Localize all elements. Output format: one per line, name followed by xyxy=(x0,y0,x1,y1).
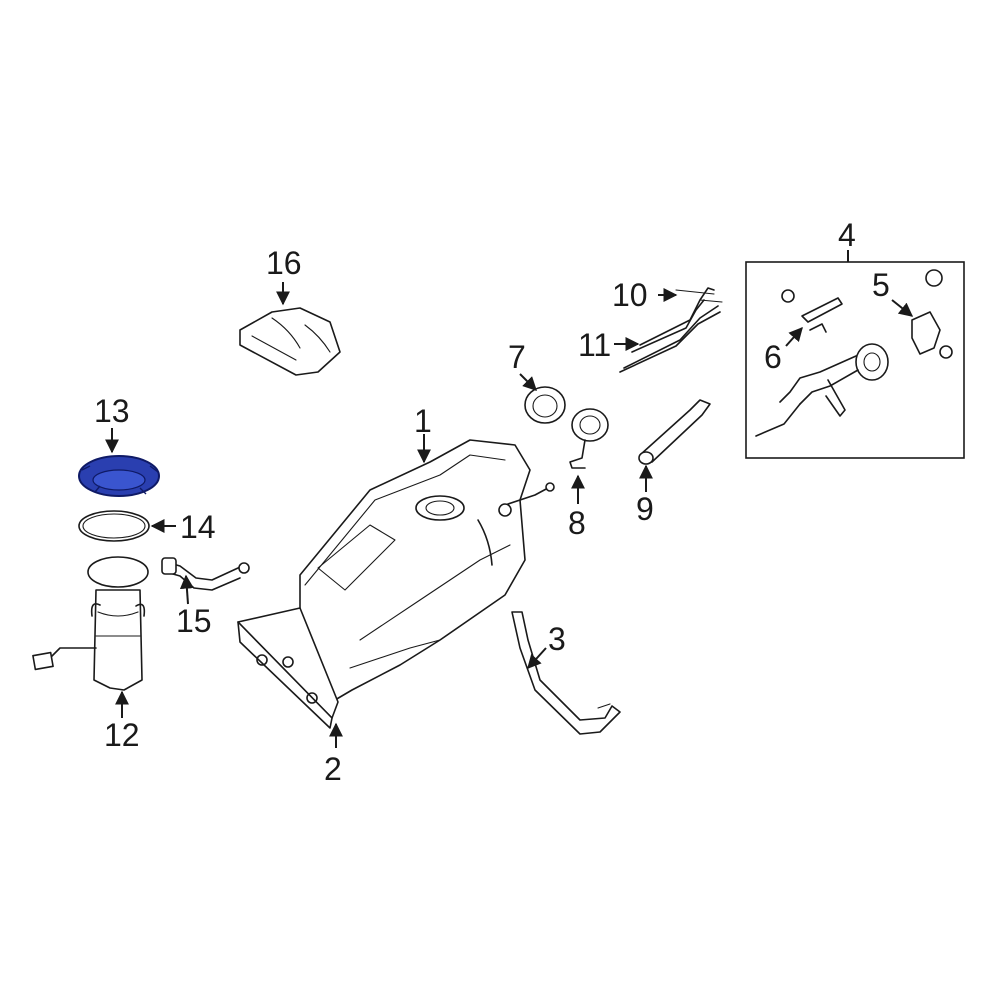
callout-8: 8 xyxy=(568,505,586,541)
callout-16: 16 xyxy=(266,245,302,281)
callout-labels: 1 2 3 4 5 6 7 8 9 10 11 12 13 14 15 16 xyxy=(94,217,890,787)
callout-3: 3 xyxy=(548,621,566,657)
callout-10: 10 xyxy=(612,277,648,313)
part-14-o-ring[interactable] xyxy=(78,510,150,542)
part-7-seal-ring[interactable] xyxy=(524,386,566,424)
part-15-fuel-line[interactable] xyxy=(161,557,250,591)
callout-4: 4 xyxy=(838,217,856,253)
part-4-group-box xyxy=(745,250,965,459)
part-12-fuel-pump[interactable] xyxy=(32,556,149,691)
part-4-filler-neck[interactable] xyxy=(755,269,953,437)
callout-9: 9 xyxy=(636,491,654,527)
callout-13: 13 xyxy=(94,393,130,429)
callout-1: 1 xyxy=(414,403,432,439)
part-13-lock-ring[interactable] xyxy=(78,455,160,497)
callout-11: 11 xyxy=(578,327,611,363)
callout-2: 2 xyxy=(324,751,342,787)
callout-7: 7 xyxy=(508,339,526,375)
callout-5: 5 xyxy=(872,267,890,303)
callout-14: 14 xyxy=(180,509,216,545)
part-2-skid-plate[interactable] xyxy=(237,607,339,729)
part-1-fuel-tank[interactable] xyxy=(299,439,555,701)
callout-15: 15 xyxy=(176,603,212,639)
part-16-heat-insulator[interactable] xyxy=(239,307,341,376)
part-3-tank-strap[interactable] xyxy=(511,611,621,735)
part-8-sender-unit[interactable] xyxy=(569,408,609,469)
part-10-11-tubes[interactable] xyxy=(619,287,723,373)
leader-lines xyxy=(105,282,914,748)
part-9-filler-hose[interactable] xyxy=(638,399,711,465)
callout-12: 12 xyxy=(104,717,140,753)
part-5-bracket[interactable] xyxy=(911,311,941,355)
callout-6: 6 xyxy=(764,339,782,375)
